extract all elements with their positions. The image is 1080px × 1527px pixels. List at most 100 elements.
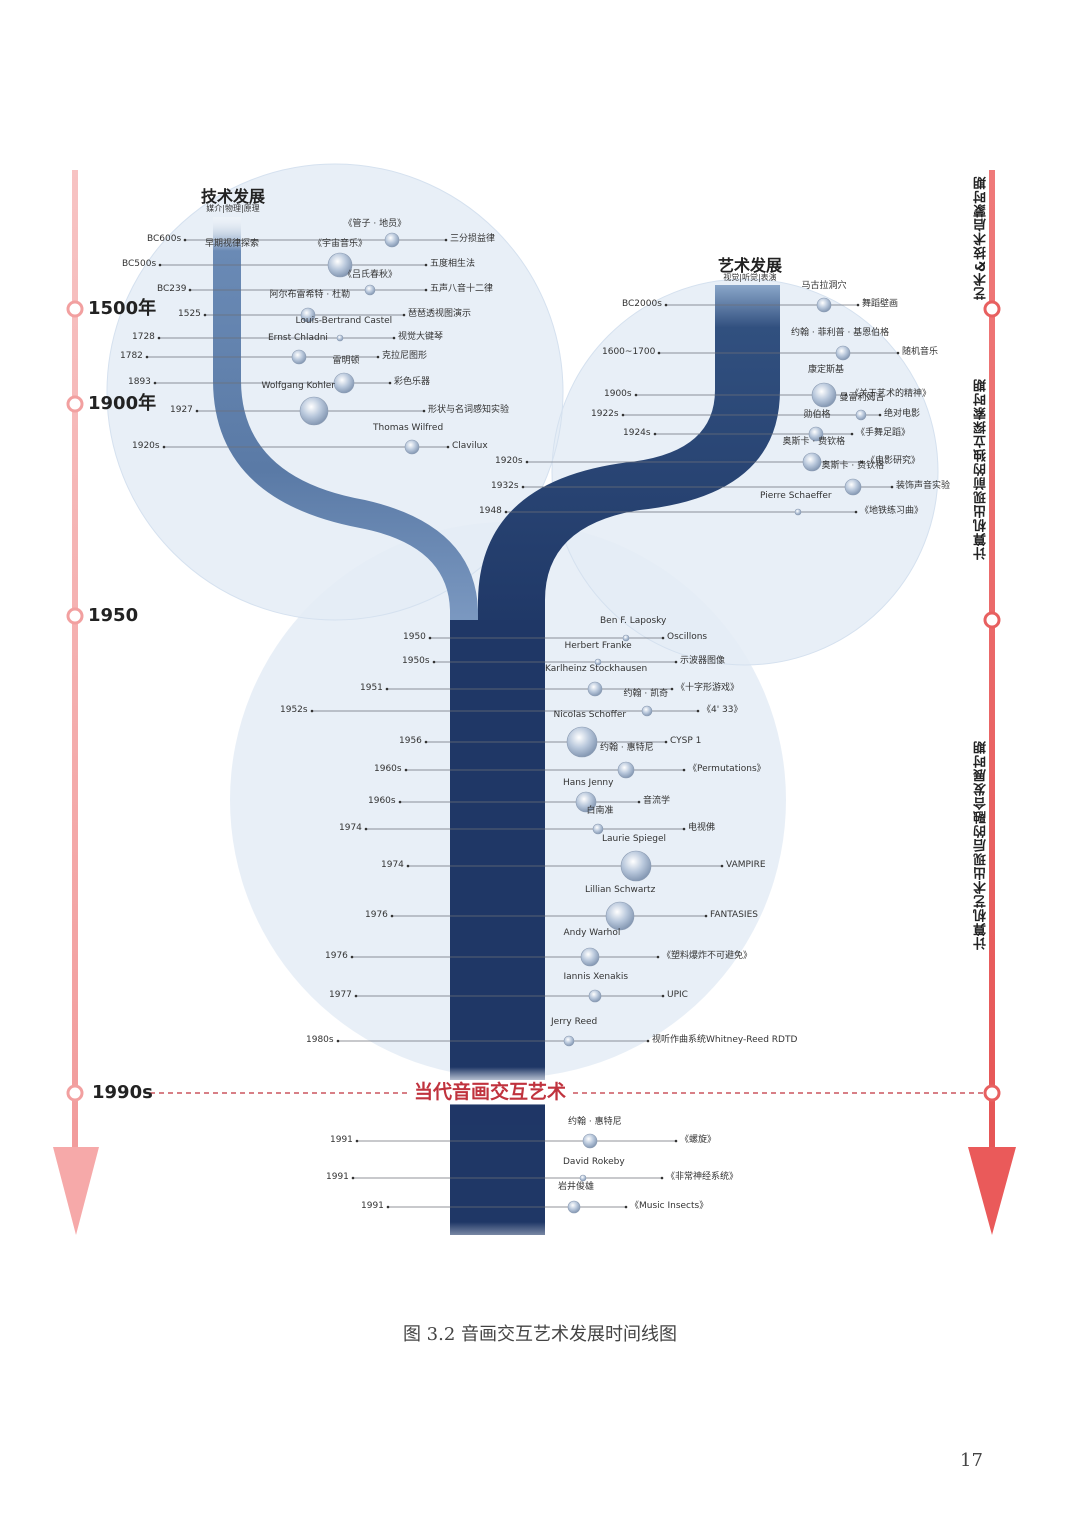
event-endpoint (145, 355, 149, 359)
event-endpoint (521, 485, 525, 489)
event-date: 1920s (132, 441, 160, 451)
event-bubble (816, 297, 832, 313)
event-date: 1991 (326, 1172, 349, 1182)
event-name: 约翰 · 凯奇 (623, 689, 669, 699)
event-date: BC600s (147, 234, 182, 244)
tech-title: 技术发展 (200, 187, 265, 206)
event-bubble (622, 634, 630, 642)
event-endpoint (856, 303, 860, 307)
event-endpoint (390, 914, 394, 918)
event-name: 勋伯格 (803, 410, 831, 420)
event-endpoint (850, 432, 854, 436)
event-result: 克拉尼图形 (382, 351, 428, 361)
event-endpoint (183, 238, 187, 242)
event-endpoint (844, 393, 848, 397)
event-date: 1920s (495, 456, 523, 466)
event-date: 1924s (623, 428, 651, 438)
event-result: FANTASIES (710, 910, 758, 920)
event-name: 《宇宙音乐》 (313, 239, 368, 249)
event-name: Andy Warhol (563, 928, 621, 938)
event-endpoint (646, 1039, 650, 1043)
event-bubble (336, 334, 344, 342)
event-bubble (844, 478, 862, 496)
event-bubble (855, 409, 867, 421)
event-endpoint (432, 660, 436, 664)
event-bubble (835, 345, 851, 361)
event-date: 1974 (381, 860, 404, 870)
event-endpoint (354, 994, 358, 998)
event-date: 1952s (280, 705, 308, 715)
event-name: 康定斯基 (808, 365, 845, 375)
event-endpoint (424, 263, 428, 267)
event-result: 视听作曲系统Whitney-Reed RDTD (652, 1035, 798, 1045)
event-bubble (605, 901, 635, 931)
event-endpoint (153, 381, 157, 385)
event-name: 约翰 · 菲利普 · 基恩伯格 (791, 328, 890, 338)
event-endpoint (878, 413, 882, 417)
art-subtitle: 视觉|听觉|表演 (723, 273, 777, 282)
left-axis-arrow (53, 1147, 99, 1235)
era-1500: 1500年 (88, 298, 157, 319)
event-endpoint (392, 336, 396, 340)
event-name: Laurie Spiegel (602, 834, 667, 844)
event-endpoint (896, 351, 900, 355)
event-endpoint (424, 288, 428, 292)
event-result: 形状与名词感知实验 (428, 405, 510, 415)
event-endpoint (704, 914, 708, 918)
event-date: 1980s (306, 1035, 334, 1045)
event-name: 约翰 · 惠特尼 (600, 743, 654, 753)
event-bubble (563, 1035, 575, 1047)
event-result: 五声八音十二律 (430, 284, 494, 294)
event-bubble (300, 307, 316, 323)
event-date: 1932s (491, 481, 519, 491)
event-result: VAMPIRE (726, 860, 766, 870)
event-endpoint (404, 768, 408, 772)
event-endpoint (158, 263, 162, 267)
event-date: 1976 (365, 910, 388, 920)
event-endpoint (188, 288, 192, 292)
event-endpoint (446, 445, 450, 449)
event-bubble (327, 252, 353, 278)
event-endpoint (424, 740, 428, 744)
event-bubble (582, 1133, 598, 1149)
event-name: Wolfgang Kohler (261, 381, 335, 391)
event-result: 《Music Insects》 (630, 1201, 709, 1211)
event-result: 《4' 33》 (702, 705, 743, 715)
event-bubble (617, 761, 635, 779)
event-result: 《手舞足蹈》 (856, 428, 911, 438)
event-endpoint (350, 955, 354, 959)
event-name: 《管子 · 地员》 (343, 219, 407, 229)
event-endpoint (355, 1139, 359, 1143)
event-result: CYSP 1 (670, 736, 702, 746)
event-endpoint (398, 800, 402, 804)
event-endpoint (310, 709, 314, 713)
event-bubble (579, 1174, 587, 1182)
event-endpoint (661, 994, 665, 998)
event-date: 1600~1700 (602, 347, 656, 357)
art-branch (478, 285, 780, 640)
event-endpoint (402, 313, 406, 317)
event-name: Louis-Bertrand Castel (295, 316, 393, 326)
event-date: 1977 (329, 990, 352, 1000)
event-endpoint (860, 460, 864, 464)
event-date: 1956 (399, 736, 422, 746)
event-name: 约翰 · 惠特尼 (568, 1117, 622, 1127)
era-1900: 1900年 (88, 393, 157, 414)
event-endpoint (854, 510, 858, 514)
event-endpoint (351, 1176, 355, 1180)
event-endpoint (385, 687, 389, 691)
event-endpoint (674, 1139, 678, 1143)
right-axis (989, 170, 995, 1160)
event-endpoint (388, 381, 392, 385)
event-result: 《关于艺术的精神》 (850, 389, 932, 399)
event-name: Nicolas Schoffer (553, 710, 627, 720)
event-result: 三分损益律 (450, 234, 496, 244)
art-title: 艺术发展 (717, 256, 782, 275)
event-bubble (641, 705, 653, 717)
event-endpoint (157, 336, 161, 340)
event-date: 1728 (132, 332, 155, 342)
event-endpoint (504, 510, 508, 514)
event-date: 1927 (170, 405, 193, 415)
event-name: 岩井俊雄 (558, 1182, 595, 1192)
